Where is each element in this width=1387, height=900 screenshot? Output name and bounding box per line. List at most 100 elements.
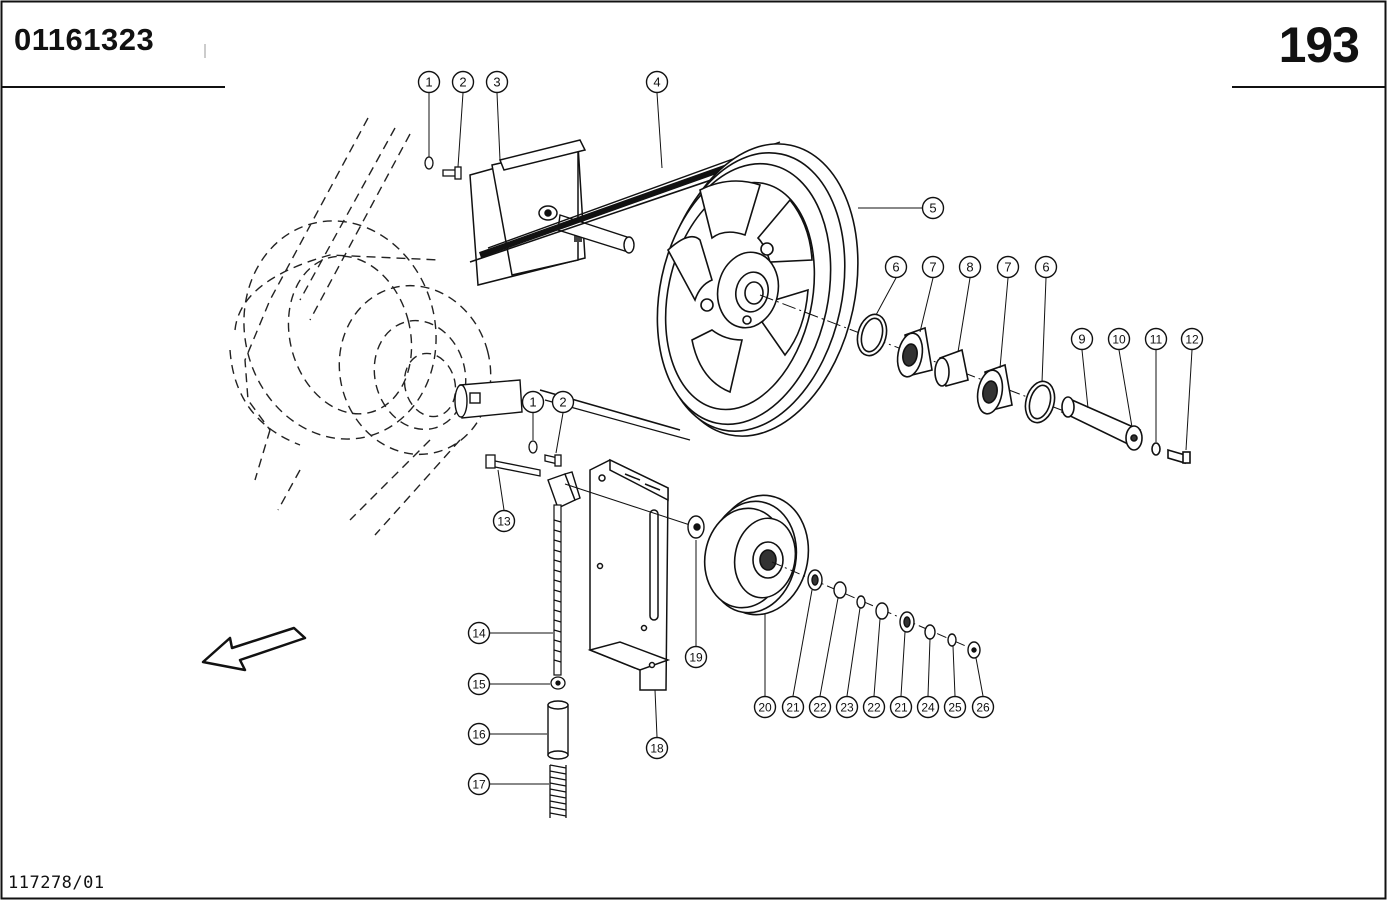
bracket-stud: [557, 214, 635, 254]
callout-4: 4: [645, 70, 669, 94]
callout-10: 10: [1107, 327, 1131, 351]
callout-circle: [417, 70, 441, 94]
callout-7: 7: [921, 255, 945, 279]
callout-23: 23: [835, 695, 859, 719]
callout-label: 6: [892, 260, 899, 275]
callout-15: 15: [467, 672, 491, 696]
callout-6: 6: [884, 255, 908, 279]
callout-label: 13: [497, 515, 511, 529]
callout-label: 22: [867, 701, 881, 715]
callout-circle: [835, 695, 859, 719]
callout-label: 22: [813, 701, 827, 715]
upper-fasteners: [424, 156, 462, 180]
document-number: 01161323: [14, 22, 155, 57]
drawing-reference: 117278/01: [8, 873, 105, 893]
washer-part-23: [856, 595, 866, 609]
spacer-tube-part-16: [547, 700, 569, 760]
idler-bearing-stack: [807, 569, 981, 659]
idler-axis-line: [771, 561, 976, 651]
callout-9: 9: [1070, 327, 1094, 351]
callout-circle: [1070, 327, 1094, 351]
leader-lines: [428, 92, 1193, 785]
callout-14: 14: [467, 621, 491, 645]
callout-circle: [958, 255, 982, 279]
callout-label: 17: [472, 778, 486, 792]
callout-circle: [645, 70, 669, 94]
callout-circle: [551, 390, 575, 414]
threaded-rod-part-14: [553, 504, 562, 676]
tensioner-bracket-part-18: [587, 458, 671, 691]
callout-label: 19: [689, 651, 703, 665]
callout-circle: [645, 736, 669, 760]
washer-part-11: [1151, 442, 1161, 456]
callout-label: 23: [840, 701, 854, 715]
washer-part-19: [687, 515, 705, 539]
machine-phantom-outline: [229, 117, 492, 536]
callout-circle: [943, 695, 967, 719]
callout-circle: [451, 70, 475, 94]
callout-2: 2: [551, 390, 575, 414]
callout-circle: [467, 772, 491, 796]
callout-label: 12: [1185, 333, 1199, 347]
callout-17: 17: [467, 772, 491, 796]
callout-label: 8: [966, 260, 973, 275]
callout-label: 16: [472, 728, 486, 742]
adjuster-block: [547, 471, 581, 509]
callout-label: 2: [559, 395, 566, 410]
nut-part-15: [550, 676, 566, 690]
callout-21: 21: [781, 695, 805, 719]
callout-circle: [1034, 255, 1058, 279]
callout-circle: [862, 695, 886, 719]
callout-22: 22: [808, 695, 832, 719]
callout-label: 5: [929, 201, 936, 216]
shaft-stub: [454, 379, 523, 419]
callout-label: 2: [459, 75, 466, 90]
callout-label: 15: [472, 678, 486, 692]
callout-circle: [684, 645, 708, 669]
callout-label: 26: [976, 701, 990, 715]
callout-label: 7: [929, 260, 936, 275]
callout-16: 16: [467, 722, 491, 746]
callout-circle: [971, 695, 995, 719]
large-pulley-part-5: [656, 143, 859, 437]
callout-circle: [884, 255, 908, 279]
callout-25: 25: [943, 695, 967, 719]
callout-circle: [1180, 327, 1204, 351]
callout-label: 4: [653, 75, 660, 90]
idler-pulley-part-20: [703, 494, 810, 616]
bearing-stack-upper: [856, 313, 1191, 465]
callout-26: 26: [971, 695, 995, 719]
callout-label: 11: [1150, 333, 1163, 347]
callout-label: 25: [948, 701, 962, 715]
callout-label: 1: [529, 395, 536, 410]
callout-circle: [467, 621, 491, 645]
callout-circle: [753, 695, 777, 719]
callout-1: 1: [417, 70, 441, 94]
callout-3: 3: [485, 70, 509, 94]
callout-label: 24: [921, 701, 935, 715]
callout-6: 6: [1034, 255, 1058, 279]
callout-8: 8: [958, 255, 982, 279]
callout-label: 14: [472, 627, 486, 641]
callout-circle: [916, 695, 940, 719]
washer-part-25: [947, 633, 957, 647]
callout-circle: [889, 695, 913, 719]
callout-circle: [467, 722, 491, 746]
callout-20: 20: [753, 695, 777, 719]
callout-2: 2: [451, 70, 475, 94]
callout-label: 21: [894, 701, 908, 715]
callout-circle: [808, 695, 832, 719]
callout-label: 6: [1042, 260, 1049, 275]
callout-label: 20: [758, 701, 772, 715]
circlip-part-22a: [833, 581, 847, 599]
callout-circle: [521, 390, 545, 414]
callout-21: 21: [889, 695, 913, 719]
callout-label: 9: [1078, 332, 1085, 347]
lower-fasteners: [528, 440, 562, 467]
callout-7: 7: [996, 255, 1020, 279]
upper-bracket-part-3: [469, 139, 587, 286]
circlip-part-22b: [875, 602, 889, 620]
